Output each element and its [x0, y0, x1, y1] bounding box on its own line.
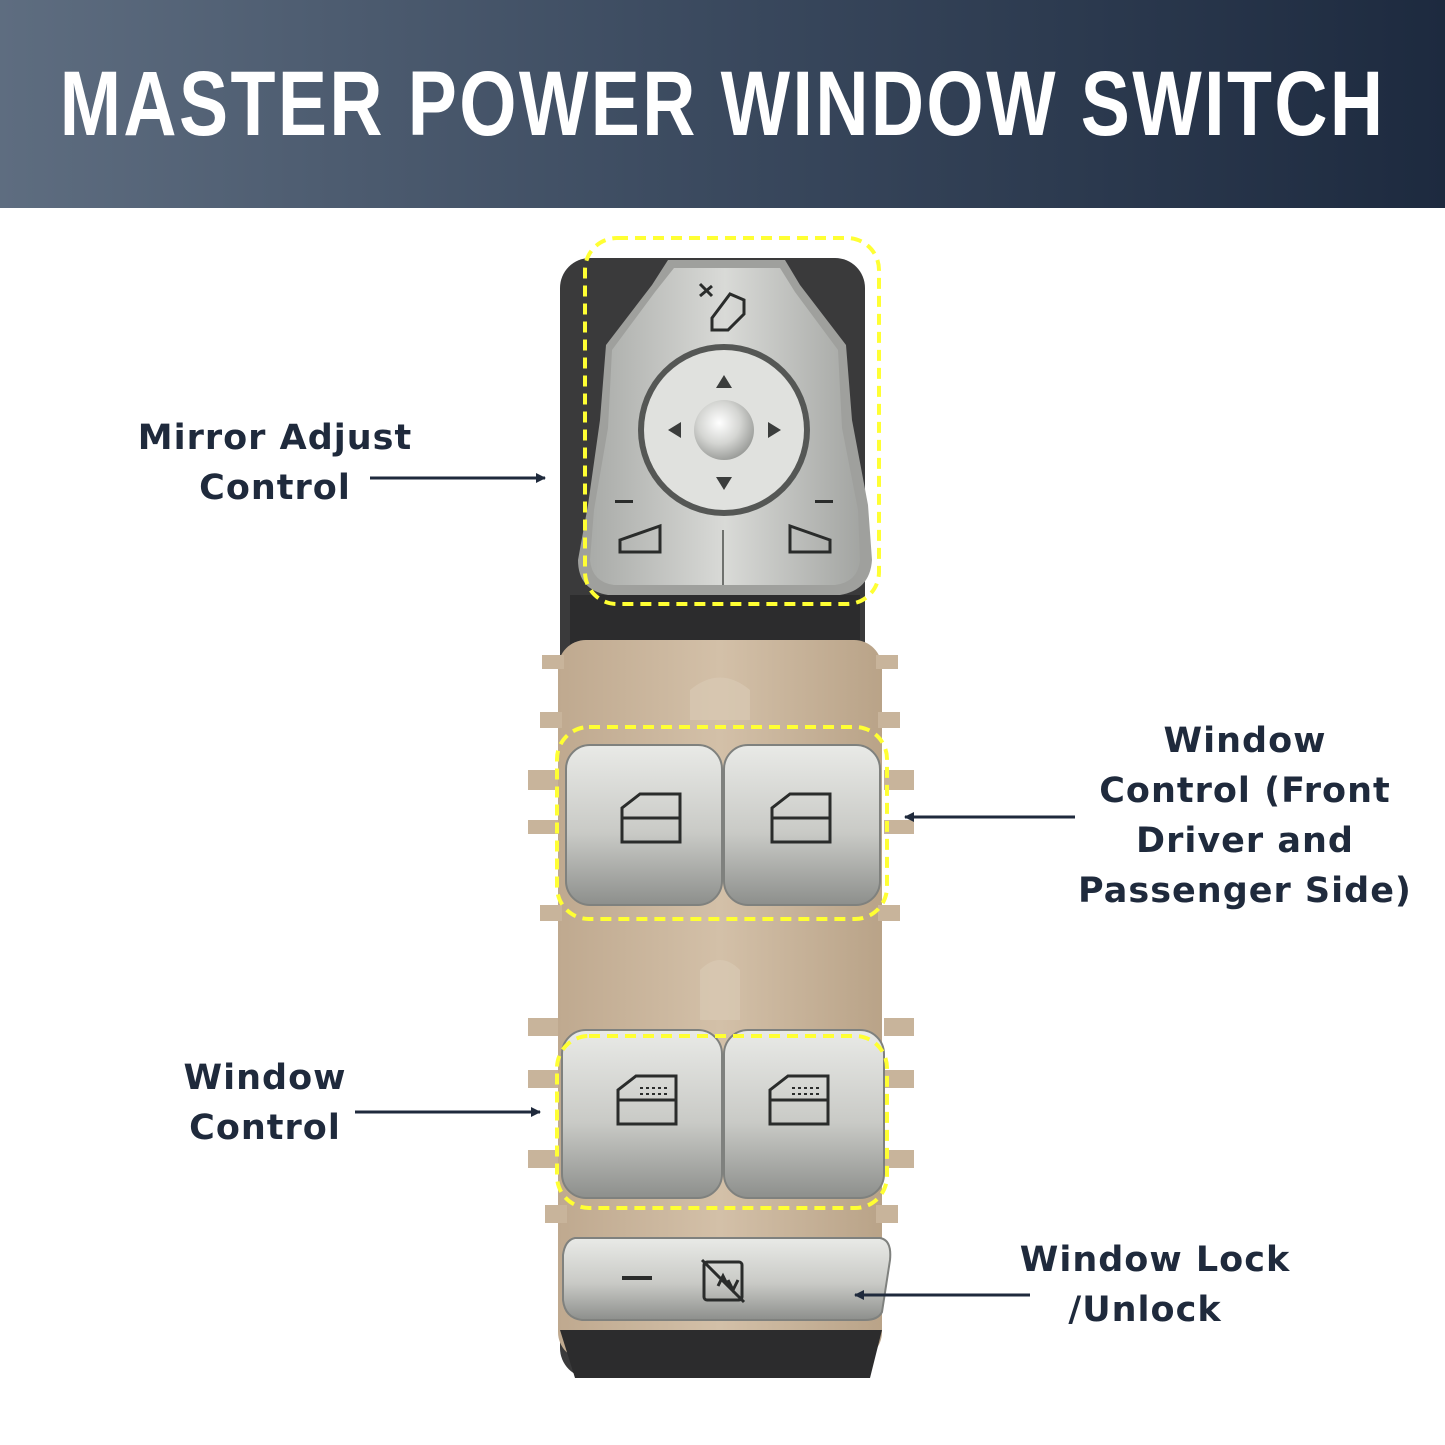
front-window-icon	[620, 792, 682, 844]
callout-line: Driver and	[1136, 821, 1354, 861]
rear-window-icon	[768, 1074, 830, 1126]
arrow-up-icon	[716, 375, 732, 388]
arrow-right-icon	[768, 422, 781, 438]
right-mirror-icon[interactable]	[788, 523, 832, 554]
callout-line: Mirror Adjust	[137, 418, 413, 458]
window-lock-icon	[700, 1258, 746, 1304]
left-mirror-icon[interactable]	[618, 523, 662, 554]
mirror-joystick[interactable]	[694, 400, 754, 460]
callout-line: Control (Front	[1099, 771, 1391, 811]
callout-line: Window	[183, 1058, 347, 1098]
mirror-control-panel[interactable]	[578, 260, 872, 595]
title-banner: MASTER POWER WINDOW SWITCH	[0, 0, 1445, 208]
callout-front-window: Window Control (Front Driver and Passeng…	[1070, 716, 1420, 916]
callout-line: Control	[189, 1108, 341, 1148]
highlight-frames	[555, 236, 889, 1210]
callout-mirror-adjust: Mirror Adjust Control	[120, 413, 430, 513]
front-window-icon	[770, 792, 832, 844]
mirror-adjust-icon	[698, 282, 746, 332]
arrow-left-icon	[668, 422, 681, 438]
callout-rear-window: Window Control	[150, 1053, 380, 1153]
rear-window-icon	[616, 1074, 678, 1126]
rear-window-buttons[interactable]	[561, 1029, 885, 1199]
callout-window-lock: Window Lock /Unlock	[1000, 1235, 1310, 1335]
callout-line: Control	[199, 468, 351, 508]
rear-right-window-button[interactable]	[723, 1029, 885, 1199]
front-right-window-button[interactable]	[723, 744, 881, 906]
callout-line: Passenger Side)	[1078, 871, 1412, 911]
callout-line: Window	[1163, 721, 1327, 761]
rear-left-window-button[interactable]	[561, 1029, 723, 1199]
front-left-window-button[interactable]	[565, 744, 723, 906]
callout-line: Window Lock	[1019, 1240, 1291, 1280]
callout-arrows	[355, 473, 1075, 1300]
page-title: MASTER POWER WINDOW SWITCH	[59, 52, 1386, 155]
front-window-buttons[interactable]	[565, 744, 881, 906]
callout-line: /Unlock	[1068, 1290, 1222, 1330]
arrow-down-icon	[716, 477, 732, 490]
window-lock-button[interactable]	[562, 1237, 892, 1321]
